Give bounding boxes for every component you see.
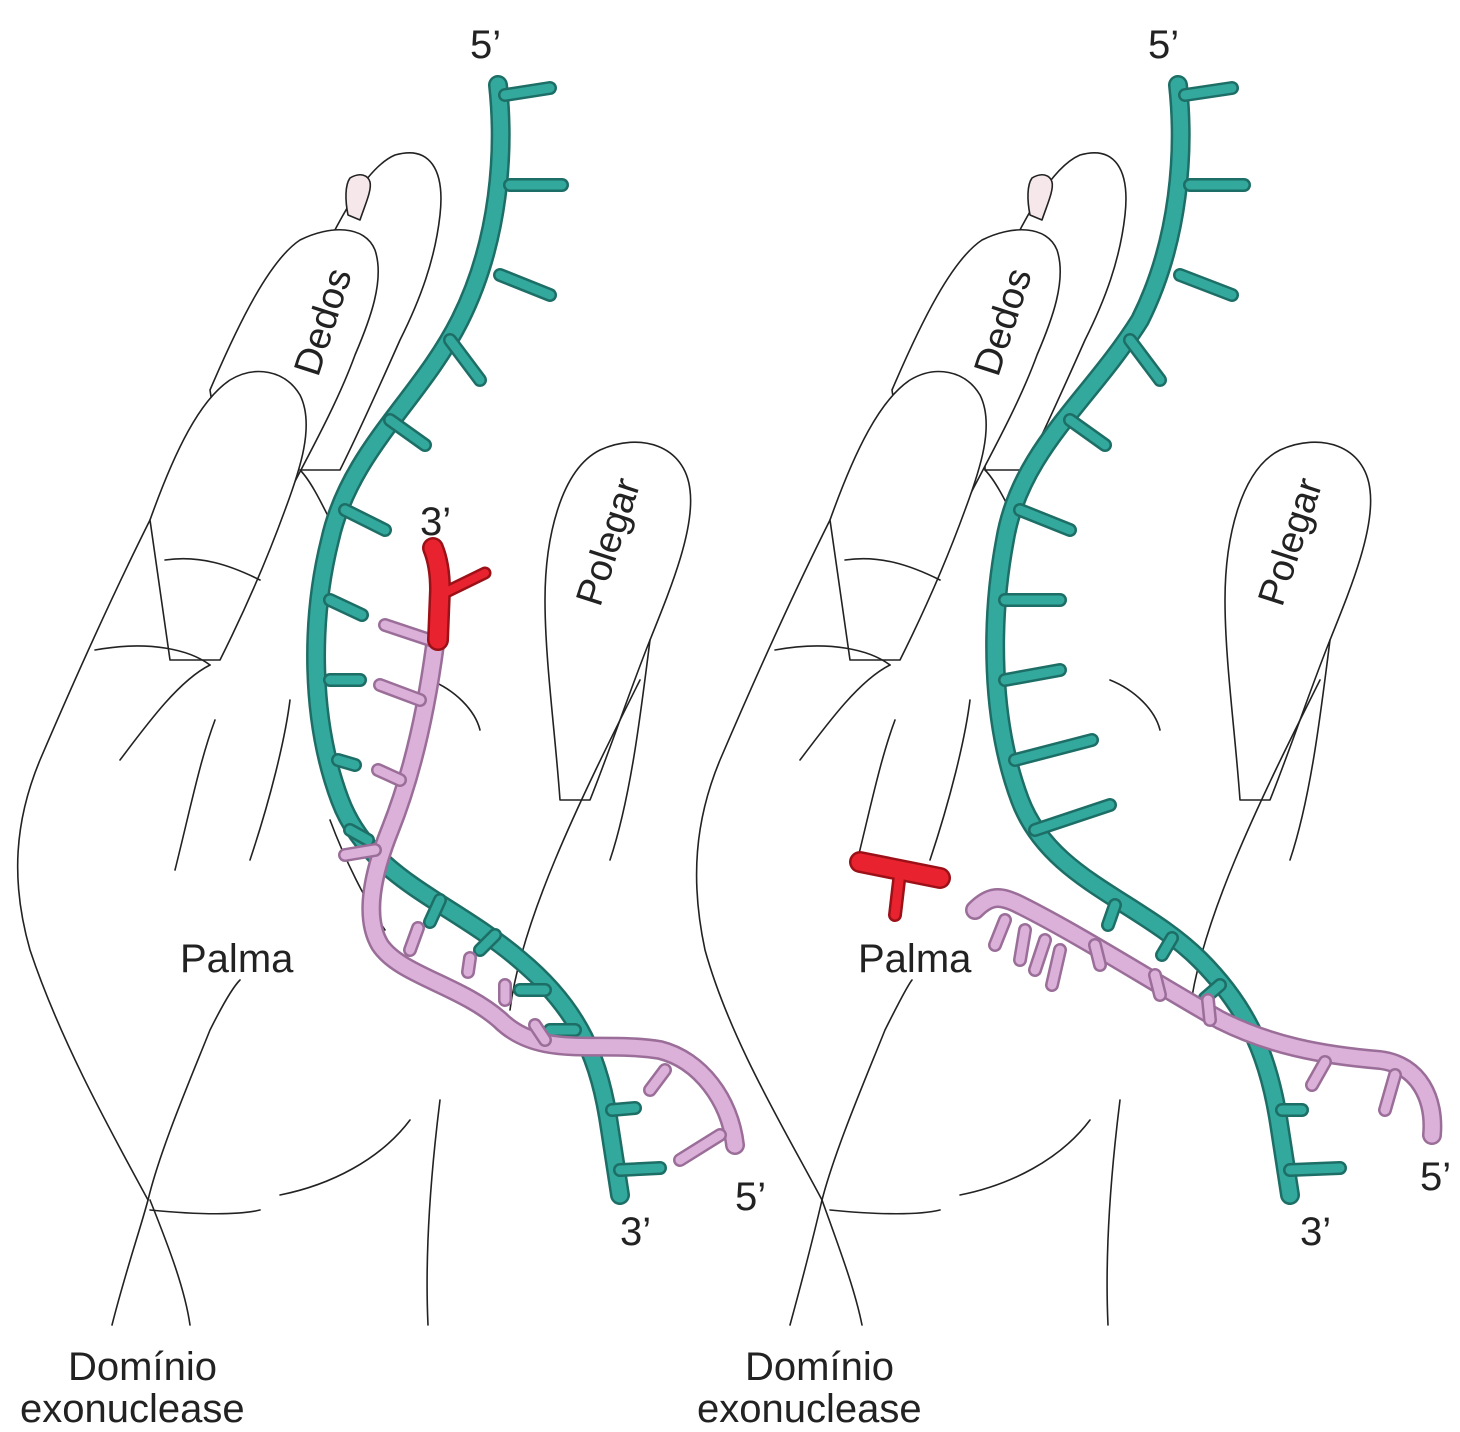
right-palm-label: Palma	[858, 937, 972, 981]
right-template-3prime-label: 3’	[1300, 1210, 1331, 1254]
left-primer-3prime-label: 3’	[420, 500, 451, 544]
right-exonuclease-label-line2: exonuclease	[697, 1387, 922, 1431]
right-hand-outline	[697, 153, 1371, 1325]
right-new-strand	[975, 898, 1432, 1135]
right-exonuclease-label-line1: Domínio	[745, 1345, 894, 1389]
left-hand-outline	[18, 153, 691, 1325]
left-mismatch-nucleotide	[433, 548, 485, 640]
left-palm-label: Palma	[180, 937, 294, 981]
left-exonuclease-label-line1: Domínio	[68, 1345, 217, 1389]
right-excised-nucleotide	[860, 862, 940, 915]
right-primer-5prime-label: 5’	[1420, 1155, 1451, 1199]
left-exonuclease-label-line2: exonuclease	[20, 1387, 245, 1431]
left-template-3prime-label: 3’	[620, 1210, 651, 1254]
right-template-5prime-label: 5’	[1148, 23, 1179, 67]
left-new-strand	[345, 625, 735, 1160]
left-panel: 5’ 3’ 3’ 5’ Dedos Polegar Palma Domínio …	[18, 23, 766, 1431]
left-template-5prime-label: 5’	[470, 23, 501, 67]
left-primer-5prime-label: 5’	[735, 1175, 766, 1219]
right-panel: 5’ 3’ 5’ Dedos Polegar Palma Domínio exo…	[697, 23, 1452, 1431]
